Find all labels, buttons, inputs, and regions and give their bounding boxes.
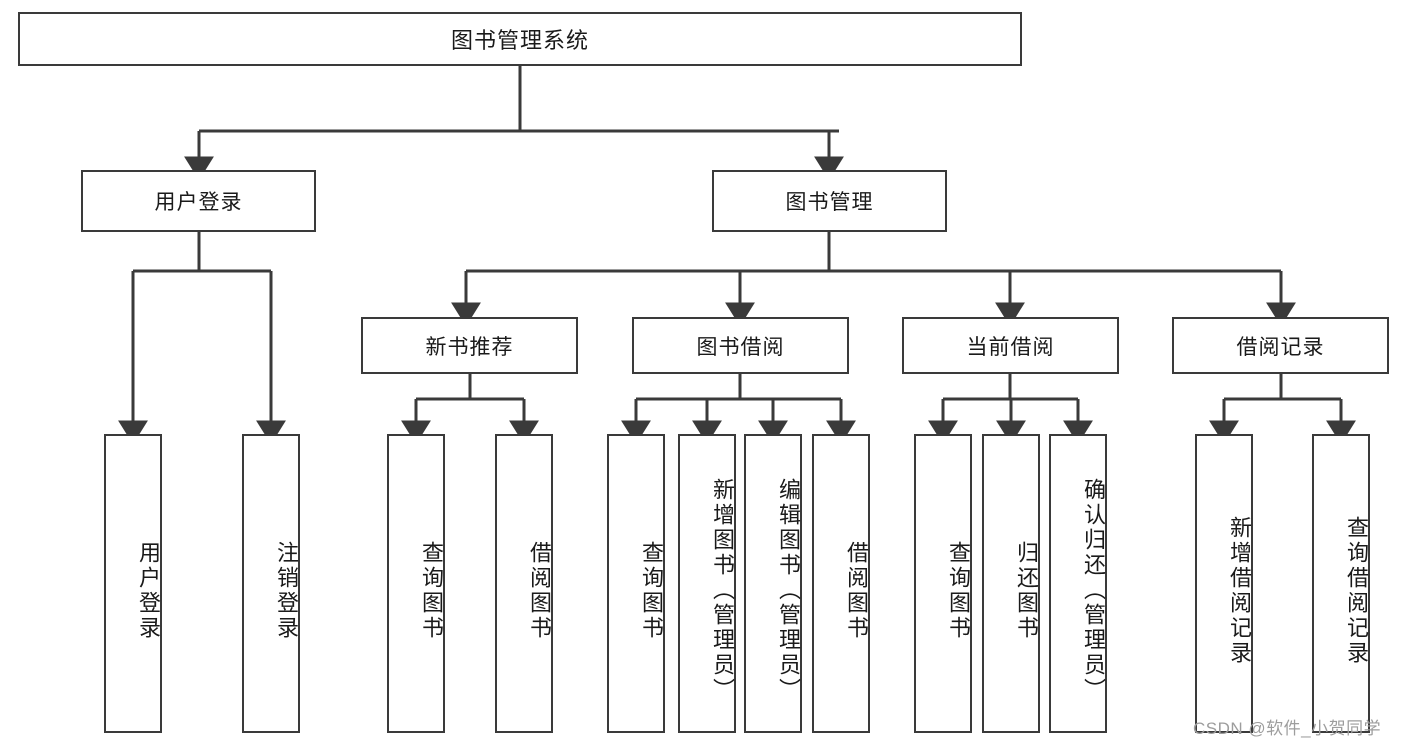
node-leaf-add-record-label: 新增借阅记录 [1227,515,1252,666]
node-leaf-query-book-1[interactable]: 查询图书 [387,434,445,733]
node-leaf-query-record[interactable]: 查询借阅记录 [1312,434,1370,733]
node-book-manage-label: 图书管理 [785,191,874,214]
node-book-borrow-label: 图书借阅 [696,335,785,359]
node-leaf-confirm-return-label: 确认归还（管理员） [1081,478,1106,703]
node-leaf-query-record-label: 查询借阅记录 [1344,515,1369,666]
node-leaf-edit-book[interactable]: 编辑图书（管理员） [744,434,802,733]
node-leaf-query-book-1-label: 查询图书 [419,540,444,641]
node-leaf-user-logout[interactable]: 注销登录 [242,434,300,733]
node-root[interactable]: 图书管理系统 [18,12,1022,66]
node-new-book-recommend-label: 新书推荐 [425,335,514,359]
csdn-watermark: CSDN @软件_小贺同学 [1193,719,1382,738]
node-root-label: 图书管理系统 [450,28,589,53]
node-leaf-user-login[interactable]: 用户登录 [104,434,162,733]
node-leaf-return-book[interactable]: 归还图书 [982,434,1040,733]
node-current-borrow[interactable]: 当前借阅 [902,317,1119,374]
node-current-borrow-label: 当前借阅 [966,335,1055,359]
node-book-borrow[interactable]: 图书借阅 [632,317,849,374]
node-leaf-borrow-book-2-label: 借阅图书 [844,540,869,641]
node-leaf-query-book-3-label: 查询图书 [946,540,971,641]
node-new-book-recommend[interactable]: 新书推荐 [361,317,578,374]
node-leaf-confirm-return[interactable]: 确认归还（管理员） [1049,434,1107,733]
node-leaf-user-logout-label: 注销登录 [274,540,299,641]
node-leaf-edit-book-label: 编辑图书（管理员） [776,478,801,703]
node-leaf-borrow-book-2[interactable]: 借阅图书 [812,434,870,733]
node-leaf-query-book-2[interactable]: 查询图书 [607,434,665,733]
node-leaf-borrow-book-1[interactable]: 借阅图书 [495,434,553,733]
node-leaf-add-book[interactable]: 新增图书（管理员） [678,434,736,733]
node-borrow-record[interactable]: 借阅记录 [1172,317,1389,374]
node-leaf-add-book-label: 新增图书（管理员） [710,478,735,703]
node-user-login[interactable]: 用户登录 [81,170,316,232]
node-borrow-record-label: 借阅记录 [1236,335,1325,359]
node-leaf-query-book-3[interactable]: 查询图书 [914,434,972,733]
node-leaf-add-record[interactable]: 新增借阅记录 [1195,434,1253,733]
node-leaf-user-login-label: 用户登录 [136,540,161,641]
node-leaf-query-book-2-label: 查询图书 [639,540,664,641]
node-leaf-borrow-book-1-label: 借阅图书 [527,540,552,641]
node-book-manage[interactable]: 图书管理 [712,170,947,232]
node-user-login-label: 用户登录 [154,191,243,214]
node-leaf-return-book-label: 归还图书 [1014,540,1039,641]
